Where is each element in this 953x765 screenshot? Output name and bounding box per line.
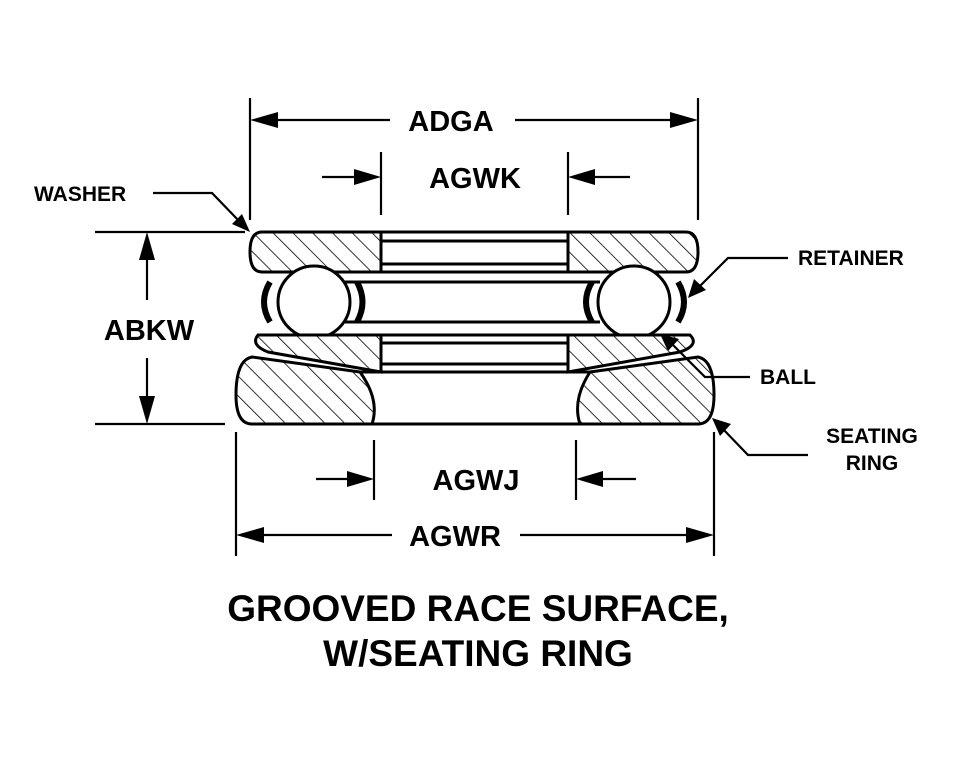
seating-ring-label-line1: SEATING [826, 425, 918, 448]
adga-label: ADGA [408, 106, 493, 138]
abkw-label: ABKW [104, 315, 195, 347]
callout-washer: WASHER [34, 183, 250, 232]
lower-washer [254, 333, 695, 374]
callout-seating-ring: SEATING RING [712, 418, 918, 475]
dimension-agwr: AGWR [234, 432, 716, 556]
seating-ring [234, 355, 716, 426]
dimension-abkw: ABKW [95, 230, 245, 426]
retainer [261, 280, 687, 324]
retainer-label: RETAINER [798, 247, 904, 270]
washer-label: WASHER [34, 183, 126, 206]
agwr-label: AGWR [409, 521, 501, 553]
dimension-agwk: AGWK [322, 152, 630, 215]
ball-label: BALL [760, 366, 816, 389]
caption: GROOVED RACE SURFACE, W/SEATING RING [227, 588, 729, 674]
bearing-assembly [234, 230, 716, 426]
caption-line2: W/SEATING RING [323, 633, 633, 674]
agwk-label: AGWK [429, 163, 521, 195]
callout-retainer: RETAINER [688, 247, 904, 298]
ball [276, 264, 672, 340]
callout-ball: BALL [660, 334, 816, 389]
dimension-adga: ADGA [248, 98, 700, 220]
dimension-agwj: AGWJ [316, 440, 636, 500]
seating-ring-label-line2: RING [846, 452, 899, 475]
caption-line1: GROOVED RACE SURFACE, [227, 588, 729, 629]
washer [248, 230, 700, 274]
agwj-label: AGWJ [433, 465, 520, 497]
